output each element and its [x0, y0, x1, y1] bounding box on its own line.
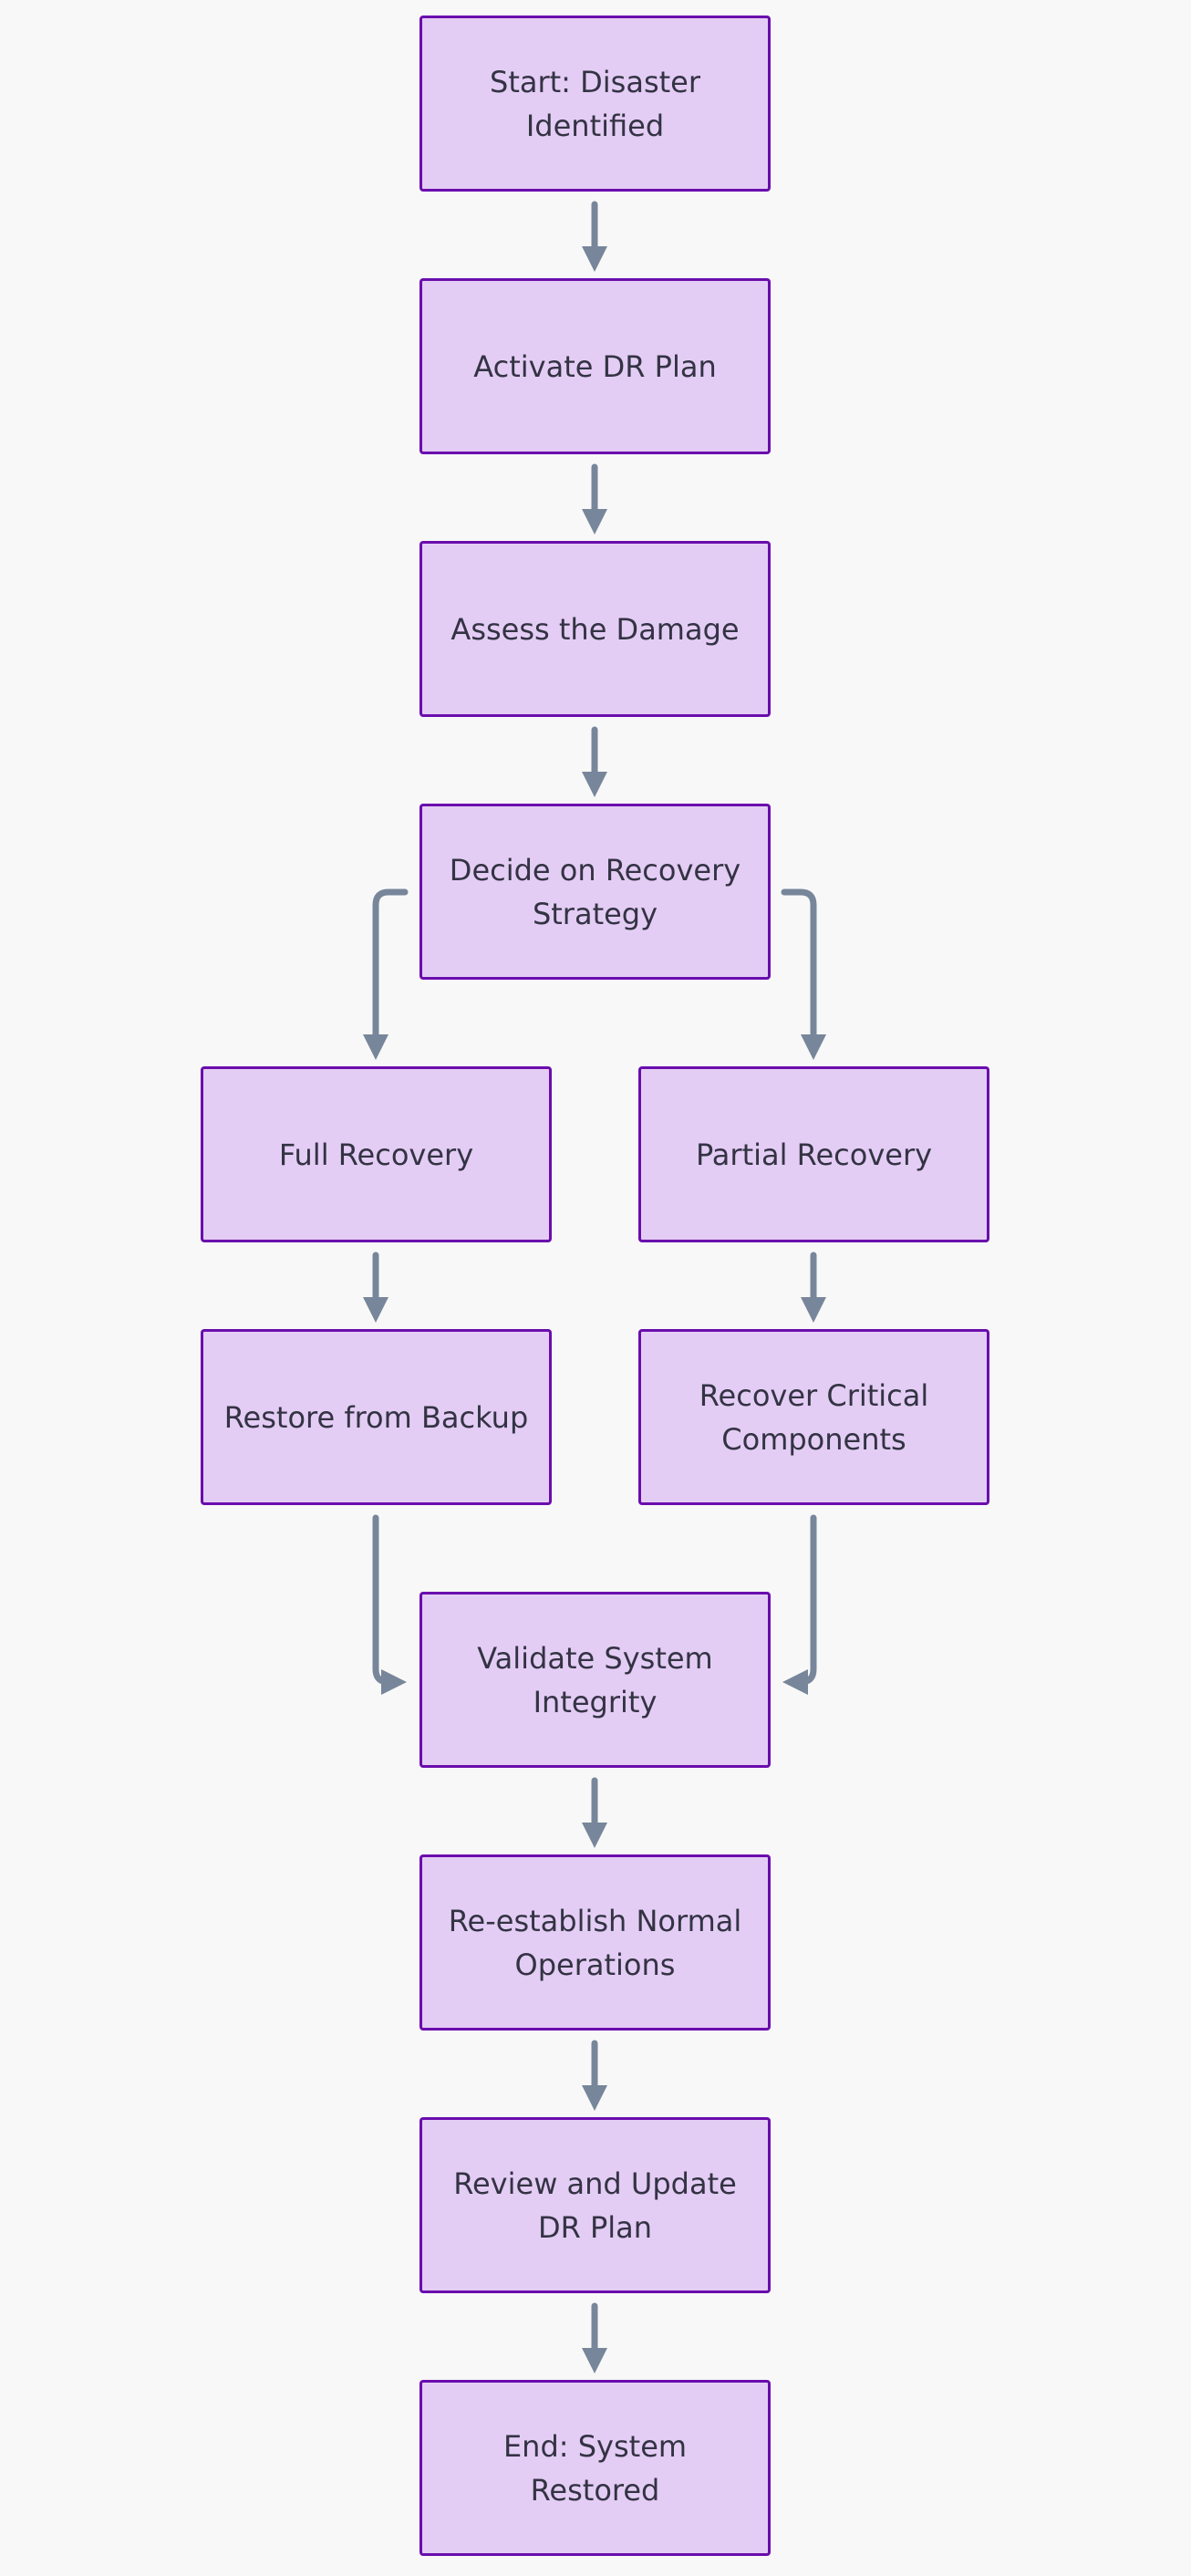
node-decide-recovery-strategy: Decide on Recovery Strategy [419, 804, 771, 980]
node-decide-recovery-strategy-label: Decide on Recovery Strategy [449, 852, 741, 931]
node-full-recovery: Full Recovery [201, 1066, 552, 1242]
edge-recover-to-validate [782, 1514, 817, 1695]
node-review-update-dr-plan: Review and Update DR Plan [419, 2117, 771, 2293]
node-end: End: System Restored [419, 2380, 771, 2556]
edge-decide-to-partial [781, 888, 826, 1060]
node-full-recovery-label: Full Recovery [278, 1137, 474, 1172]
node-activate-dr-plan: Activate DR Plan [419, 278, 771, 454]
node-end-label: End: System Restored [502, 2428, 688, 2508]
edge-decide-to-full [363, 888, 409, 1060]
node-validate-system-integrity: Validate System Integrity [419, 1592, 771, 1768]
node-recover-critical-components-label: Recover Critical Components [699, 1377, 929, 1457]
node-start-label: Start: Disaster Identified [490, 64, 700, 143]
node-recover-critical-components: Recover Critical Components [638, 1329, 989, 1505]
node-reestablish-normal-operations: Re-establish Normal Operations [419, 1854, 771, 2031]
node-partial-recovery: Partial Recovery [638, 1066, 989, 1242]
node-start: Start: Disaster Identified [419, 16, 771, 192]
node-activate-dr-plan-label: Activate DR Plan [473, 348, 717, 384]
node-assess-damage-label: Assess the Damage [451, 611, 740, 647]
node-partial-recovery-label: Partial Recovery [695, 1137, 933, 1172]
node-reestablish-normal-operations-label: Re-establish Normal Operations [448, 1903, 742, 1982]
node-assess-damage: Assess the Damage [419, 541, 771, 717]
node-review-update-dr-plan-label: Review and Update DR Plan [453, 2166, 737, 2245]
node-restore-from-backup-label: Restore from Backup [223, 1399, 529, 1435]
edge-restore-to-validate [372, 1514, 407, 1695]
node-validate-system-integrity-label: Validate System Integrity [477, 1640, 713, 1719]
node-restore-from-backup: Restore from Backup [201, 1329, 552, 1505]
